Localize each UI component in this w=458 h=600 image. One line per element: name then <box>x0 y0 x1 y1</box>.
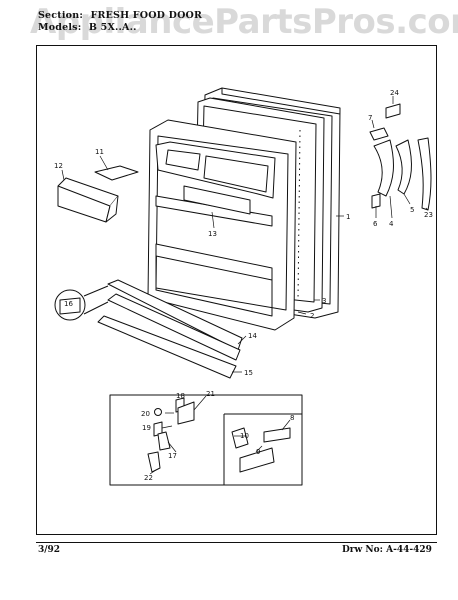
callout-12: 12 <box>54 162 63 170</box>
diagram-frame <box>36 45 437 535</box>
model-label: Models: <box>38 22 82 33</box>
callout-19: 19 <box>142 424 151 432</box>
callout-13: 13 <box>208 230 217 238</box>
callout-8: 8 <box>290 414 294 422</box>
callout-1: 1 <box>346 213 350 221</box>
hardware-detail-box <box>109 394 303 486</box>
cover-11 <box>94 165 139 181</box>
detail-16 <box>54 285 109 321</box>
part-24 <box>385 103 401 119</box>
leader-lines <box>61 96 429 475</box>
door-liner <box>147 119 297 331</box>
callout-11: 11 <box>95 148 104 156</box>
shelf-rail-14 <box>107 279 243 361</box>
callout-labels: 1 2 3 4 5 6 7 8 9 10 11 12 13 14 15 16 1… <box>54 89 433 482</box>
callout-5: 5 <box>410 206 414 214</box>
part-6 <box>371 193 381 209</box>
footer-date: 3/92 <box>38 545 61 555</box>
footer-rule <box>36 542 437 543</box>
section-value: FRESH FOOD DOOR <box>90 10 203 21</box>
callout-17: 17 <box>168 452 177 460</box>
section-label: Section: <box>38 10 84 21</box>
footer-drawing-number: Drw No: A-44-429 <box>342 545 432 555</box>
callout-23: 23 <box>424 211 433 219</box>
model-value: B 5X..A.. <box>88 22 137 33</box>
callout-22: 22 <box>144 474 153 482</box>
callout-4: 4 <box>389 220 394 228</box>
trim-23 <box>417 137 432 211</box>
callout-21: 21 <box>206 390 215 398</box>
model-line: Models: B 5X..A.. <box>38 22 137 33</box>
butter-bin-12 <box>57 177 119 223</box>
callout-6: 6 <box>373 220 378 228</box>
callout-9: 9 <box>256 448 260 456</box>
callout-7: 7 <box>368 114 372 122</box>
part-7 <box>369 127 389 141</box>
callout-14: 14 <box>248 332 257 340</box>
callout-3: 3 <box>322 297 326 305</box>
hinge-5 <box>395 139 412 195</box>
callout-18: 18 <box>176 392 185 400</box>
watermark: AppliancePartsPros.com <box>30 2 458 42</box>
section-line: Section: FRESH FOOD DOOR <box>38 10 202 21</box>
shelf-13 <box>183 185 251 215</box>
callout-20: 20 <box>141 410 150 418</box>
callout-16: 16 <box>64 300 73 308</box>
hinge-4 <box>373 139 394 197</box>
callout-10: 10 <box>240 432 249 440</box>
callout-15: 15 <box>244 369 253 377</box>
callout-24: 24 <box>390 89 399 97</box>
shelf-rail-15 <box>97 315 237 379</box>
callout-2: 2 <box>310 312 314 320</box>
